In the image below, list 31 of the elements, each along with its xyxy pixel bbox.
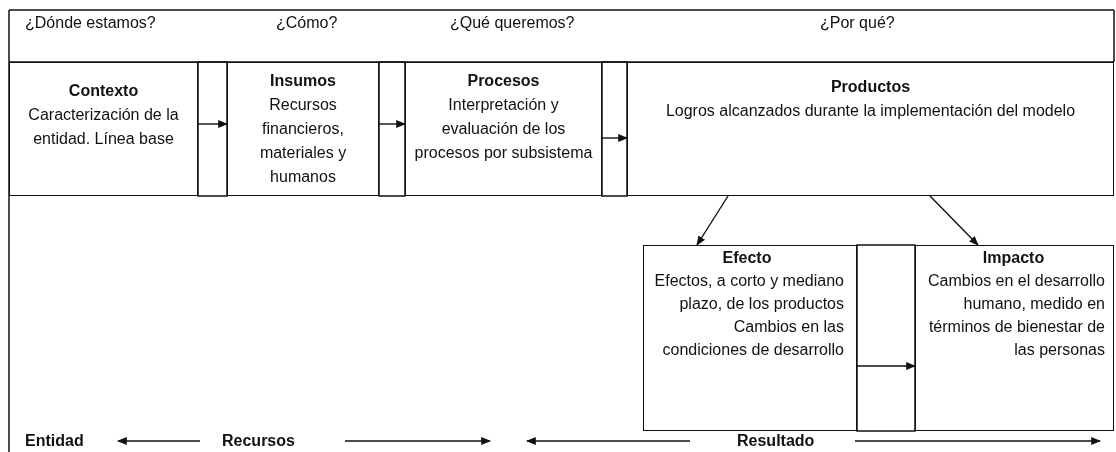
table-cell (9, 62, 198, 196)
cell-description: Efectos, a corto y mediano plazo, de los productos Cambios en las condiciones de desarrollo (653, 271, 844, 360)
table-cell (405, 62, 602, 196)
cell-description: Interpretación y evaluación de los procesos por subsistema (413, 95, 594, 163)
cell-heading: Impacto (981, 248, 1046, 268)
cell-description: Cambios en el desarrollo humano, medido en términos de bienestar de las personas (927, 271, 1105, 360)
cell-description: Logros alcanzados durante la implementación del modelo (664, 101, 1077, 121)
span-label: Recursos (222, 431, 295, 451)
span-label: Entidad (25, 431, 84, 451)
arrow (378, 120, 406, 128)
cell-heading: Procesos (466, 71, 541, 91)
cell-heading: Insumos (269, 71, 337, 91)
arrow (856, 362, 916, 370)
span-label: Resultado (737, 431, 815, 451)
cell-heading: Contexto (67, 81, 140, 101)
cell-description: Caracterización de la entidad. Línea base (27, 105, 180, 149)
cell-description: Recursos financieros, materiales y humanos (258, 95, 348, 187)
table-cell (643, 245, 857, 431)
arrow (601, 134, 628, 142)
table-cell (227, 62, 379, 196)
cell-heading: Efecto (721, 248, 773, 268)
table-cell (627, 62, 1114, 196)
arrow (929, 195, 979, 246)
column-heading: ¿Cómo? (276, 13, 338, 33)
table-cell (915, 245, 1114, 431)
arrow (197, 120, 228, 128)
column-heading: ¿Por qué? (820, 13, 895, 33)
cell-heading: Productos (829, 77, 912, 97)
column-heading: ¿Qué queremos? (450, 13, 575, 33)
column-heading: ¿Dónde estamos? (25, 13, 156, 33)
arrow (696, 195, 729, 246)
